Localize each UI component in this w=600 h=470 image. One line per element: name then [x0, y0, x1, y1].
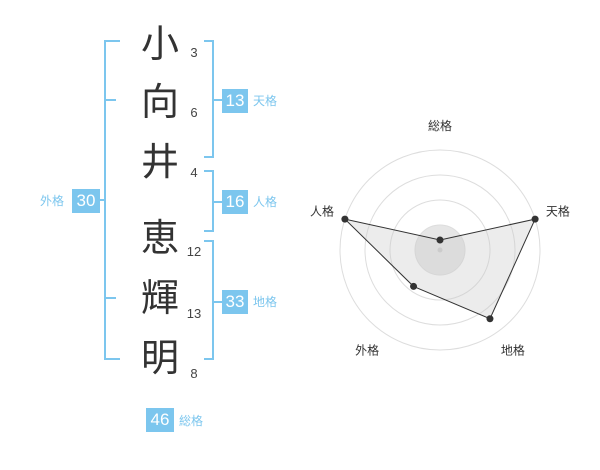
radar-point-4: [410, 282, 418, 290]
tenkaku-value-badge: 13: [222, 89, 248, 113]
jinkaku-bracket-top: [204, 170, 214, 172]
chikaku-bracket-spine: [212, 240, 214, 360]
name-char-6: 明: [140, 336, 179, 380]
name-char-2: 向: [140, 80, 179, 124]
radar-ring-4: [339, 149, 541, 351]
radar-point-1: [436, 236, 444, 244]
radar-axis-label-3: 地格: [501, 342, 525, 357]
chikaku-bracket-top: [204, 240, 214, 242]
radar-ring-2: [389, 199, 491, 301]
soukaku-value-badge: 46: [146, 408, 174, 432]
radar-series-polygon: [343, 218, 536, 320]
stroke-count-6: 8: [190, 366, 198, 381]
radar-point-3: [486, 315, 494, 323]
tenkaku-label: 天格: [253, 94, 278, 108]
gaikaku-label: 外格: [40, 194, 65, 208]
chikaku-bracket-bottom: [204, 358, 214, 360]
tenkaku-bracket-bottom: [204, 156, 214, 158]
stroke-count-5: 13: [186, 306, 202, 321]
stroke-count-3: 4: [190, 165, 198, 180]
name-char-5: 輝: [140, 276, 179, 320]
chikaku-label: 地格: [253, 295, 278, 309]
radar-point-2: [531, 215, 539, 223]
gaikaku-bracket-bottom: [104, 358, 120, 360]
jinkaku-bracket-bottom: [204, 230, 214, 232]
gaikaku-value-badge: 30: [72, 189, 100, 213]
name-char-4: 恵: [140, 216, 179, 260]
jinkaku-value-badge: 16: [222, 190, 248, 214]
chikaku-bracket-connector: [212, 301, 222, 303]
stroke-count-2: 6: [190, 105, 198, 120]
tenkaku-bracket-top: [204, 40, 214, 42]
soukaku-label: 総格: [179, 414, 204, 428]
radar-axis-label-2: 天格: [546, 204, 570, 219]
gaikaku-bracket-connector: [100, 199, 106, 201]
name-char-1: 小: [140, 22, 179, 66]
tenkaku-bracket-connector: [212, 99, 222, 101]
gaikaku-bracket-tick-2: [106, 297, 116, 299]
stroke-count-1: 3: [190, 45, 198, 60]
name-char-3: 井: [140, 140, 179, 184]
jinkaku-label: 人格: [253, 195, 278, 209]
gaikaku-bracket-tick-1: [106, 99, 116, 101]
radar-point-5: [341, 215, 349, 223]
radar-axis-label-1: 総格: [428, 118, 452, 133]
jinkaku-bracket-connector: [212, 201, 222, 203]
radar-axis-label-5: 人格: [310, 204, 334, 219]
radar-center-dot: [437, 247, 443, 253]
gaikaku-bracket-top: [104, 40, 120, 42]
radar-axis-label-4: 外格: [355, 342, 379, 357]
stroke-count-4: 12: [186, 244, 202, 259]
radar-ring-3: [364, 174, 516, 326]
chikaku-value-badge: 33: [222, 290, 248, 314]
